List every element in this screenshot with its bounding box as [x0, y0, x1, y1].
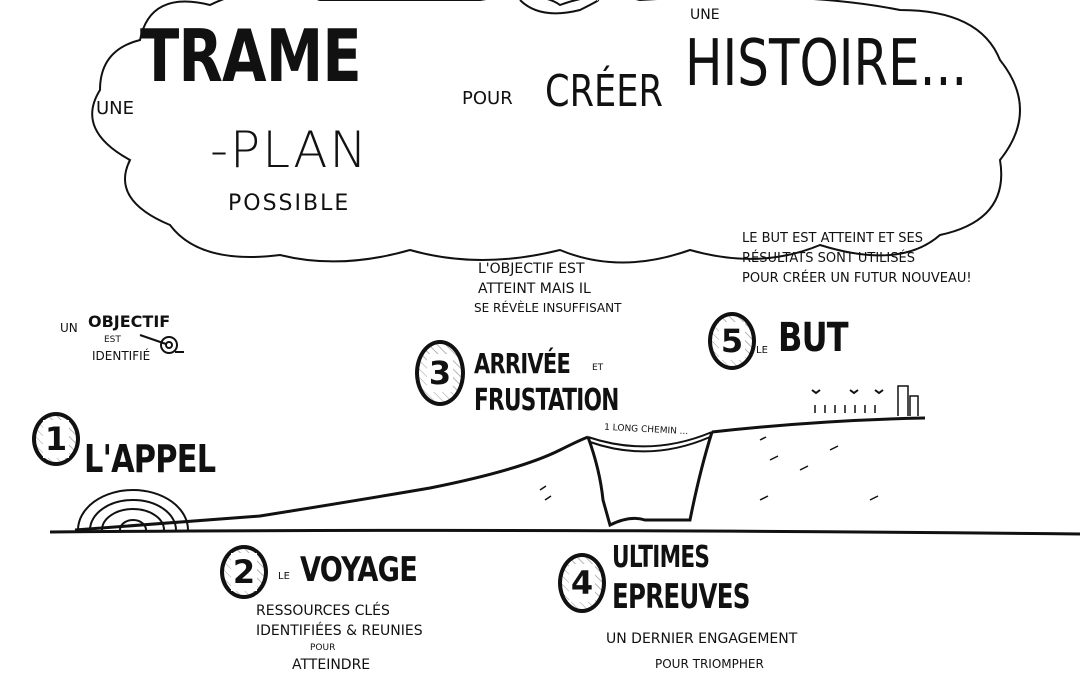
- stage-3-line: se révèle insuffisant: [474, 301, 622, 315]
- title-histoire: HISTOIRE...: [685, 27, 968, 101]
- city-icon: [814, 385, 919, 416]
- target-icon: [160, 336, 178, 354]
- objective-objectif: OBJECTIF: [88, 312, 171, 331]
- stage-4-badge: 4: [558, 553, 606, 613]
- stage-5-line: le BUT est ATTEINT et ses: [742, 231, 924, 246]
- objective-est: est: [104, 335, 121, 345]
- title-pour: pour: [462, 88, 513, 109]
- objective-identifie: identifié: [92, 349, 151, 363]
- stage-2-title: VOYAGE: [300, 550, 418, 590]
- stage-5-prefix: le: [756, 345, 768, 356]
- title-possible: possible: [228, 191, 351, 216]
- stage-4-line: un dernier engagement: [606, 631, 798, 647]
- stage-2-line: Ressources clés: [256, 603, 390, 619]
- sunrise-icon: [77, 489, 189, 531]
- bridge: [587, 431, 713, 453]
- small-cloud: [519, 0, 600, 15]
- stage-1-badge: 1: [32, 412, 80, 466]
- terrain-line: [74, 435, 589, 532]
- stage-1-number: 1: [42, 420, 70, 458]
- title-une: une: [96, 98, 135, 119]
- stage-5-badge: 5: [708, 312, 756, 370]
- plateau: [711, 416, 926, 434]
- stage-3-title: ARRIVÉE: [474, 347, 571, 380]
- stage-5-number: 5: [718, 322, 746, 360]
- stage-2-line: atteindre: [292, 657, 371, 673]
- stage-2-badge: 2: [220, 545, 268, 599]
- stage-5-title: BUT: [778, 315, 849, 361]
- stage-3-suffix: et: [592, 363, 604, 373]
- stage-5-line: pour créer un futur NOUVEAU!: [742, 271, 972, 286]
- stage-2-line: pour: [310, 643, 336, 653]
- stage-4-title-2: EPREUVES: [612, 577, 750, 617]
- title-cloud: [91, 0, 1021, 264]
- stage-5-line: résultats sont utilisés: [742, 251, 915, 266]
- stage-4-line: pour triompher: [655, 657, 764, 671]
- stage-3-line: L'objectif est: [478, 261, 585, 277]
- objective-un: un: [60, 321, 78, 335]
- title-trame: TRAME: [140, 14, 362, 98]
- stage-3-title-2: FRUSTATION: [474, 383, 619, 418]
- birds-icon: [811, 389, 884, 395]
- stage-3-line: atteint mais il: [478, 281, 591, 297]
- grass-marks: [539, 436, 879, 501]
- stage-3-badge: 3: [415, 340, 465, 406]
- stage-2-line: identifiées & reunies: [256, 623, 423, 639]
- stage-2-prefix: le: [278, 571, 290, 582]
- stage-3-number: 3: [426, 354, 454, 392]
- stage-4-number: 4: [568, 564, 596, 602]
- ground-baseline: [49, 528, 1080, 536]
- title-plan: -PLAN: [210, 121, 369, 179]
- cliff-left: [586, 431, 714, 528]
- stage-4-title: ULTIMES: [612, 540, 710, 575]
- stage-1-title: L'APPEL: [84, 437, 216, 481]
- stage-2-number: 2: [230, 553, 258, 591]
- title-creer: créer: [545, 66, 663, 117]
- title-une-2: une: [690, 7, 720, 23]
